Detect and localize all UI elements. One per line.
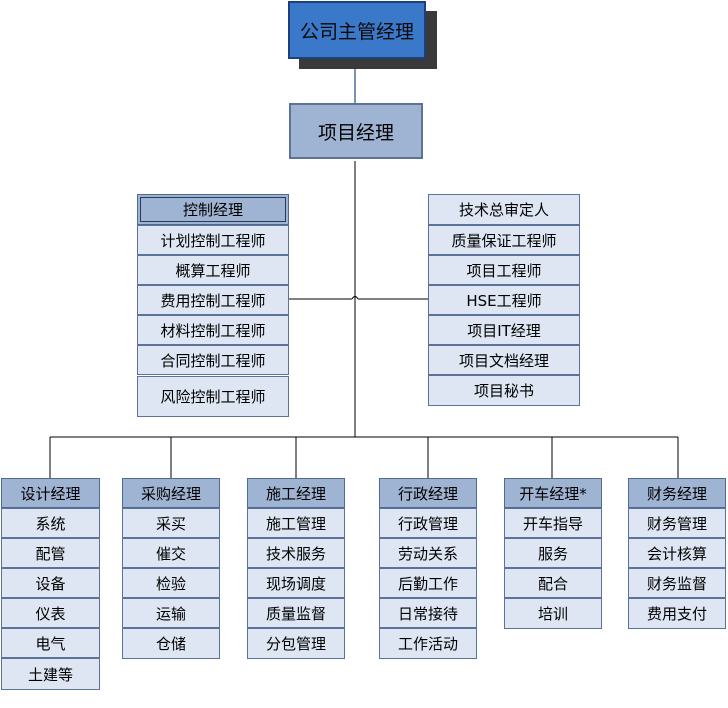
finance-item: 费用支付: [628, 598, 726, 629]
admin-item: 工作活动: [379, 628, 477, 659]
design-item: 电气: [1, 628, 100, 658]
control-manager-header-inner-border: [140, 197, 286, 222]
admin-item: 后勤工作: [379, 568, 477, 598]
construction-item: 技术服务: [247, 538, 345, 568]
right-item: 项目文档经理: [428, 345, 580, 375]
left-item: 风险控制工程师: [137, 376, 289, 417]
commissioning-item: 培训: [504, 598, 602, 629]
finance-item: 会计核算: [628, 538, 726, 568]
right-item: HSE工程师: [428, 285, 580, 315]
procurement-item: 仓储: [122, 628, 220, 659]
right-item: 项目工程师: [428, 255, 580, 285]
company-manager-box: 公司主管经理: [288, 1, 426, 59]
construction-item: 施工管理: [247, 508, 345, 538]
admin-item: 日常接待: [379, 598, 477, 628]
right-item: 项目IT经理: [428, 315, 580, 345]
design-manager-header: 设计经理: [1, 478, 100, 508]
procurement-item: 采买: [122, 508, 220, 538]
admin-manager-header: 行政经理: [379, 478, 477, 508]
admin-item: 劳动关系: [379, 538, 477, 568]
left-item: 费用控制工程师: [137, 285, 289, 315]
right-item: 项目秘书: [428, 375, 580, 406]
procurement-item: 催交: [122, 538, 220, 568]
construction-item: 分包管理: [247, 628, 345, 659]
commissioning-item: 服务: [504, 538, 602, 568]
procurement-item: 检验: [122, 568, 220, 598]
commissioning-item: 开车指导: [504, 508, 602, 538]
finance-manager-header: 财务经理: [628, 478, 726, 508]
right-item: 质量保证工程师: [428, 225, 580, 255]
design-item: 土建等: [1, 658, 100, 690]
construction-item: 现场调度: [247, 568, 345, 598]
design-item: 配管: [1, 538, 100, 568]
right-item: 技术总审定人: [428, 194, 580, 225]
left-item: 材料控制工程师: [137, 315, 289, 345]
finance-item: 财务管理: [628, 508, 726, 538]
commissioning-manager-header: 开车经理*: [504, 478, 602, 508]
design-item: 系统: [1, 508, 100, 538]
procurement-item: 运输: [122, 598, 220, 628]
control-manager-header: 控制经理: [137, 194, 289, 225]
commissioning-item: 配合: [504, 568, 602, 598]
admin-item: 行政管理: [379, 508, 477, 538]
left-item: 概算工程师: [137, 255, 289, 285]
construction-item: 质量监督: [247, 598, 345, 628]
finance-item: 财务监督: [628, 568, 726, 598]
project-manager-box: 项目经理: [289, 103, 423, 159]
construction-manager-header: 施工经理: [247, 478, 345, 508]
design-item: 仪表: [1, 598, 100, 628]
design-item: 设备: [1, 568, 100, 598]
procurement-manager-header: 采购经理: [122, 478, 220, 508]
left-item: 合同控制工程师: [137, 345, 289, 375]
left-item: 计划控制工程师: [137, 225, 289, 255]
